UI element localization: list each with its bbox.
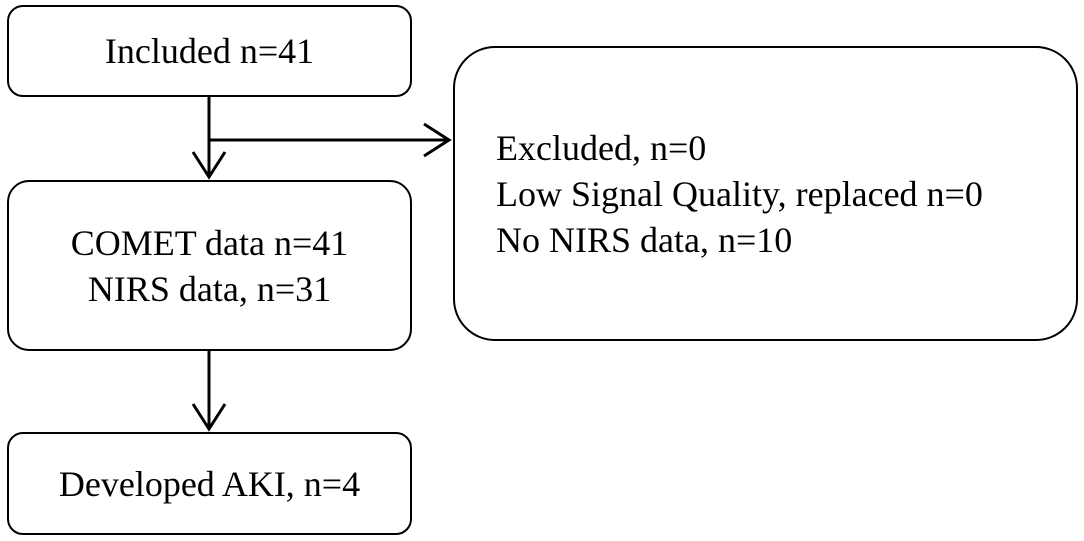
no-nirs-data-label: No NIRS data, n=10 — [496, 220, 793, 260]
data-box: COMET data n=41 NIRS data, n=31 — [7, 180, 412, 351]
arrow-data-to-outcome-head — [191, 403, 227, 432]
comet-data-label: COMET data n=41 — [70, 222, 349, 263]
outcome-box: Developed AKI, n=4 — [7, 432, 412, 535]
arrow-included-to-data-head — [191, 151, 227, 180]
excluded-label: Excluded, n=0 — [496, 128, 707, 168]
included-label: Included n=41 — [104, 31, 315, 71]
arrow-to-excluded-head — [423, 122, 452, 158]
nirs-data-label: NIRS data, n=31 — [87, 268, 332, 309]
developed-aki-label: Developed AKI, n=4 — [58, 463, 361, 504]
low-signal-quality-label: Low Signal Quality, replaced n=0 — [496, 174, 983, 214]
included-box: Included n=41 — [7, 5, 412, 97]
excluded-box: Excluded, n=0 Low Signal Quality, replac… — [453, 46, 1078, 341]
